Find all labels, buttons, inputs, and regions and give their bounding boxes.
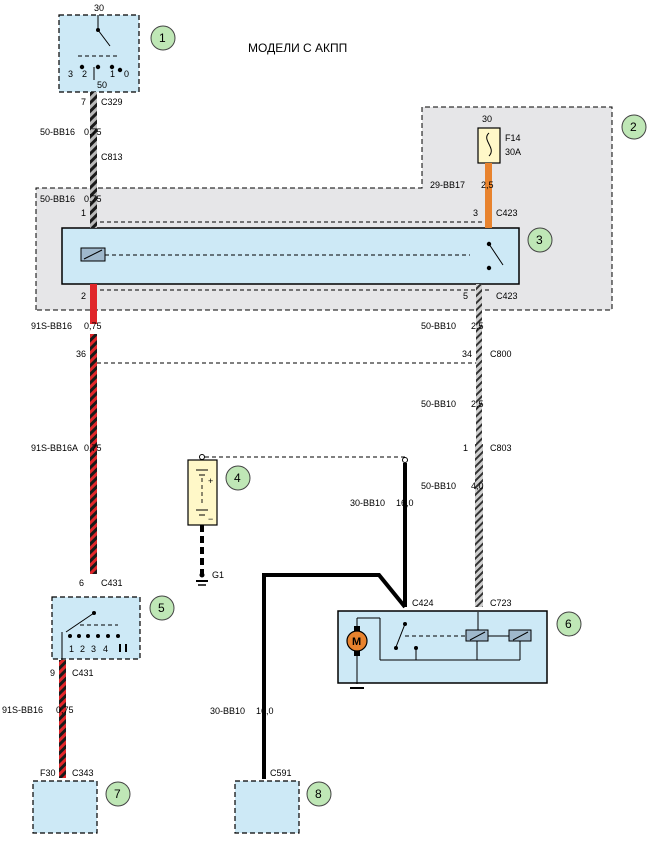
wire-label-gauge: 2,5: [471, 321, 484, 331]
c591-label: C591: [270, 768, 292, 778]
relay-pin-1: 1: [81, 208, 86, 218]
ignition-pos-3: 3: [68, 69, 73, 79]
wire-29-bb17: [485, 163, 492, 202]
wire-label-code: 50-BB16: [40, 127, 75, 137]
switch-pos-2: 2: [80, 644, 85, 654]
wire-label-gauge: 2,5: [481, 180, 494, 190]
fuse-name: F14: [505, 133, 521, 143]
wire-91s-bb16a: [90, 334, 97, 574]
wire-label-code: 30-BB10: [350, 498, 385, 508]
svg-text:1: 1: [159, 31, 166, 45]
component-7-box: [32, 780, 98, 834]
wire-91s-bb16-b: [59, 660, 66, 778]
badge-6: 6: [556, 611, 582, 637]
wire-50-bb10-a: [476, 284, 482, 364]
c800-label: C800: [490, 349, 512, 359]
wire-label-code: 50-BB16: [40, 194, 75, 204]
c800-left-pin: 36: [76, 349, 86, 359]
fuse-rating: 30A: [505, 147, 521, 157]
relay-pin-3: 3: [473, 208, 478, 218]
ignition-pos-2: 2: [82, 69, 87, 79]
wire-relay-pin3: [485, 202, 492, 228]
wire-label-gauge: 0,75: [84, 194, 102, 204]
c800-pin: 34: [462, 349, 472, 359]
wire-label-code: 30-BB10: [210, 706, 245, 716]
wire-50-bb10-b: [476, 364, 482, 444]
svg-text:3: 3: [536, 233, 543, 247]
c723-label: C723: [490, 598, 512, 608]
wire-91s-bb16-top: [90, 284, 97, 324]
c803-label: C803: [490, 443, 512, 453]
wire-label-code: 29-BB17: [430, 180, 465, 190]
battery-plus: +: [208, 476, 213, 486]
wire-label-gauge: 0,75: [56, 705, 74, 715]
badge-8: 8: [306, 781, 332, 807]
wire-label-gauge: 2,5: [471, 399, 484, 409]
switch-pos-1: 1: [69, 644, 74, 654]
fuse-f14: 30 F14 30A: [477, 114, 521, 164]
svg-text:8: 8: [315, 787, 322, 801]
svg-text:5: 5: [158, 601, 165, 615]
wire-label-code: 50-BB10: [421, 481, 456, 491]
ignition-switch: 30 3 2 1 0 50: [58, 3, 140, 93]
svg-text:7: 7: [114, 787, 121, 801]
badge-3: 3: [527, 227, 553, 253]
badge-5: 5: [149, 595, 175, 621]
wire-label-code: 91S-BB16: [2, 705, 43, 715]
diagram-title: МОДЕЛИ С АКПП: [248, 41, 347, 55]
selector-switch: 1 2 3 4: [51, 596, 141, 660]
c423-bottom-label: C423: [496, 291, 518, 301]
wire-50-bb10-c: [475, 444, 483, 607]
c329-label: C329: [101, 97, 123, 107]
c803-pin: 1: [463, 443, 468, 453]
svg-text:6: 6: [565, 617, 572, 631]
c343-label: C343: [72, 768, 94, 778]
wire-label-code: 91S-BB16: [31, 321, 72, 331]
motor-letter: M: [352, 636, 361, 648]
wire-label-gauge: 4,0: [471, 481, 484, 491]
switch-pos-3: 3: [91, 644, 96, 654]
wire-label-code: 50-BB10: [421, 321, 456, 331]
ground-g1: G1: [212, 570, 224, 580]
wire-label-code: 91S-BB16A: [31, 443, 78, 453]
c431-top-pin: 6: [79, 578, 84, 588]
battery-minus: −: [208, 514, 213, 524]
wire-label-code: 50-BB10: [421, 399, 456, 409]
c423-top-label: C423: [496, 208, 518, 218]
relay-pin-5: 5: [463, 291, 468, 301]
c431-bottom-label: C431: [72, 668, 94, 678]
switch-pos-4: 4: [103, 644, 108, 654]
badge-2: 2: [621, 114, 647, 140]
svg-text:4: 4: [234, 471, 241, 485]
wire-label-gauge: 0,75: [84, 443, 102, 453]
starter-motor: M: [337, 610, 548, 689]
ignition-pos-0: 0: [124, 69, 129, 79]
wire-label-gauge: 16,0: [256, 706, 274, 716]
badge-7: 7: [105, 781, 131, 807]
relay-box: [61, 227, 520, 285]
svg-text:2: 2: [630, 120, 637, 134]
wire-50-bb16-a: [90, 92, 97, 202]
wire-label-gauge: 0,75: [84, 321, 102, 331]
wire-label-gauge: 16,0: [396, 498, 414, 508]
badge-4: 4: [225, 465, 251, 491]
relay-pin-2: 2: [81, 291, 86, 301]
wire-relay-pin1: [90, 202, 97, 228]
c431-top-label: C431: [101, 578, 123, 588]
badge-1: 1: [150, 25, 176, 51]
ignition-terminal-50: 50: [97, 80, 107, 90]
ignition-terminal-30: 30: [94, 3, 104, 13]
wire-label-gauge: 0,75: [84, 127, 102, 137]
c343-pin: F30: [40, 768, 56, 778]
battery: + − G1: [187, 454, 405, 586]
c813-label: C813: [101, 152, 123, 162]
c424-label: C424: [412, 598, 434, 608]
ignition-pos-1: 1: [110, 69, 115, 79]
wire-30-bb10-feed: [262, 573, 407, 779]
c329-pin: 7: [81, 97, 86, 107]
c431-bottom-pin: 9: [50, 668, 55, 678]
component-8-box: [234, 780, 300, 834]
fuse-supply-30: 30: [482, 114, 492, 124]
